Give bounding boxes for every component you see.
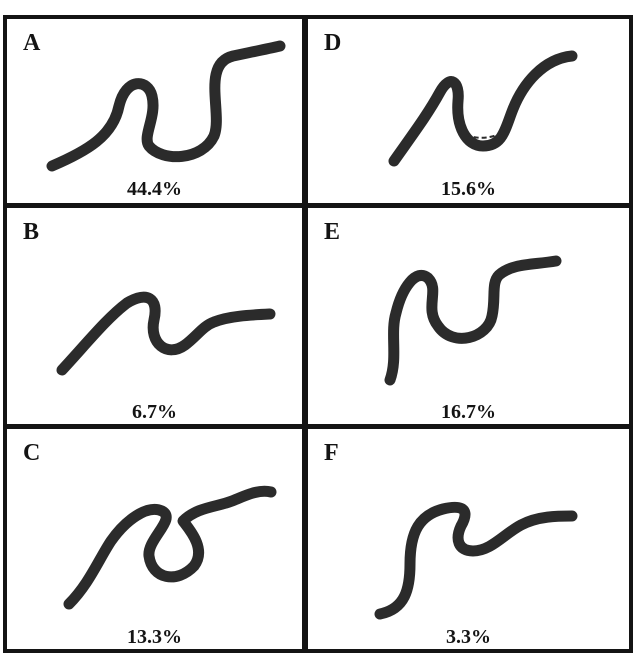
percentage-label: 6.7%: [132, 401, 177, 423]
panel-a: A 44.4%: [3, 15, 306, 207]
panel-c: C 13.3%: [3, 425, 306, 653]
curve-shape-f: [374, 501, 578, 620]
panel-letter: E: [324, 219, 341, 245]
panel-f: F 3.3%: [304, 425, 633, 653]
panel-letter: B: [23, 219, 40, 245]
curve-shape-e: [384, 255, 562, 386]
curve-shape-a: [46, 40, 286, 172]
percentage-label: 44.4%: [127, 178, 182, 200]
percentage-label: 13.3%: [127, 626, 182, 648]
curve-shape-d: [388, 50, 578, 167]
curve-shape-c: [63, 485, 277, 610]
panel-letter: C: [23, 440, 41, 466]
panel-letter: F: [324, 440, 339, 466]
panel-letter: D: [324, 30, 342, 56]
panel-d: D 15.6%: [304, 15, 633, 207]
percentage-label: 15.6%: [441, 178, 496, 200]
panel-b: B 6.7%: [3, 204, 306, 428]
panel-e: E 16.7%: [304, 204, 633, 428]
panel-letter: A: [23, 30, 41, 56]
percentage-label: 3.3%: [446, 626, 491, 648]
curve-shape-b: [56, 291, 276, 376]
percentage-label: 16.7%: [441, 401, 496, 423]
